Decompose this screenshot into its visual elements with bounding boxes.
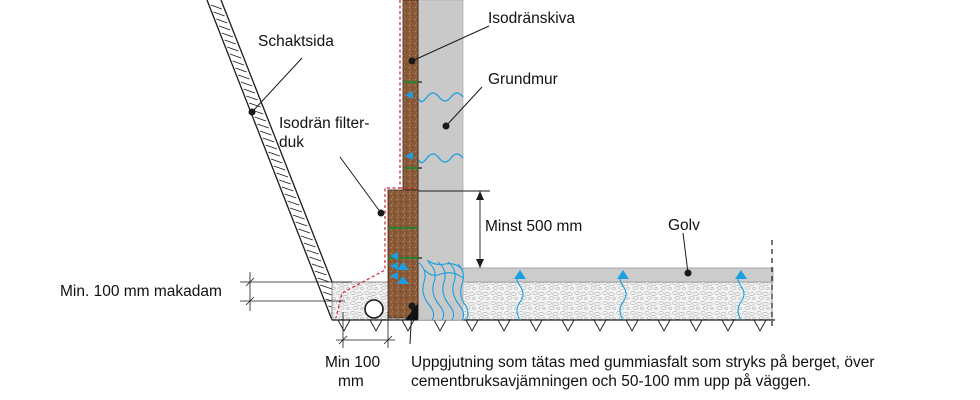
label-isodranskiva: Isodränskiva xyxy=(488,10,575,27)
triangle-up-arrow-icon xyxy=(617,270,629,279)
label-min100-line2: mm xyxy=(338,373,364,390)
label-filterduk-line2: duk xyxy=(279,134,304,151)
floor-slab xyxy=(462,267,774,283)
label-makadam: Min. 100 mm makadam xyxy=(60,283,222,300)
upward-flow xyxy=(514,270,747,321)
triangle-up-arrow-icon xyxy=(514,270,526,279)
dimension-min-100 xyxy=(336,312,395,348)
wave-arrow-icon xyxy=(418,92,464,103)
label-uppgjutning-line1: Uppgjutning som tätas med gummiasfalt so… xyxy=(411,354,874,371)
label-filterduk-line1: Isodrän filter- xyxy=(279,115,369,132)
water-flow-arrows xyxy=(405,91,464,164)
drain-pipe xyxy=(364,299,384,319)
triangle-up-arrow-icon xyxy=(735,270,747,279)
label-min100-line1: Min 100 xyxy=(325,354,381,371)
drainage-board-base xyxy=(387,189,419,319)
label-golv: Golv xyxy=(668,217,700,234)
dimension-minst-500 xyxy=(418,190,490,268)
fasteners xyxy=(388,80,418,260)
excavation-slope xyxy=(206,0,348,321)
label-minst500: Minst 500 mm xyxy=(485,218,582,235)
leader-lines xyxy=(251,25,689,345)
label-grundmur: Grundmur xyxy=(488,71,558,88)
ground-hatch xyxy=(337,319,767,332)
filter-fabric xyxy=(335,0,401,319)
label-schaktsida: Schaktsida xyxy=(258,33,334,50)
wave-arrow-icon xyxy=(418,153,464,164)
label-uppgjutning-line2: cementbruksavjämningen och 50-100 mm upp… xyxy=(411,373,811,390)
dimension-makadam xyxy=(240,272,352,311)
base-water-flow xyxy=(417,259,469,321)
